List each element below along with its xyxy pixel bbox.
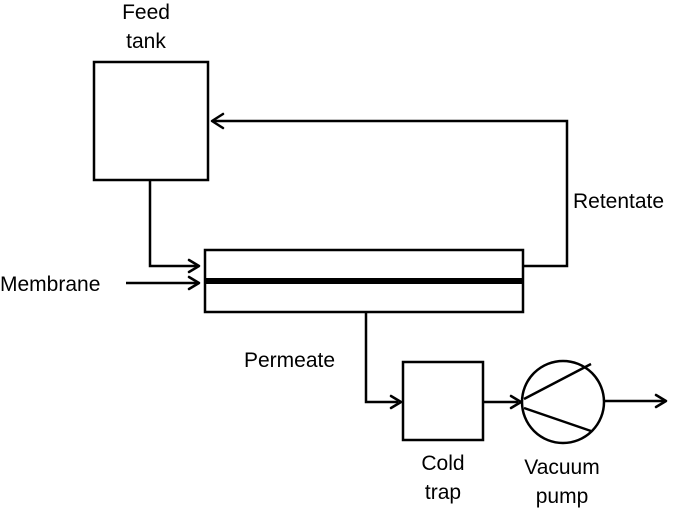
vacuum-pump-vane-lower bbox=[523, 406, 592, 433]
permeate-label: Permeate bbox=[244, 349, 335, 372]
exhaust-arrowhead bbox=[654, 393, 668, 409]
feed-tank-box bbox=[92, 60, 210, 182]
cold-trap-label-line1: Cold bbox=[421, 452, 464, 475]
feed-line bbox=[148, 180, 198, 268]
feed-tank-label-line1: Feed bbox=[122, 1, 170, 24]
retentate-label: Retentate bbox=[573, 190, 664, 213]
vacuum-pump-label-line2: pump bbox=[536, 485, 589, 508]
vacuum-pump-label-line1: Vacuum bbox=[524, 456, 599, 479]
permeate-line bbox=[364, 312, 398, 404]
membrane-label: Membrane bbox=[0, 273, 100, 296]
retentate-arrowhead bbox=[210, 112, 225, 130]
cold-trap-box bbox=[401, 360, 485, 442]
vacuum-pump-icon bbox=[520, 359, 606, 445]
retentate-line bbox=[214, 119, 569, 268]
feed-line-arrowhead bbox=[187, 258, 201, 274]
feed-tank-label-line2: tank bbox=[126, 30, 166, 53]
vacuum-pump-vane-upper bbox=[523, 362, 592, 401]
permeate-arrowhead bbox=[389, 394, 403, 410]
membrane-pointer-arrowhead bbox=[187, 275, 201, 291]
cold-trap-label-line2: trap bbox=[425, 481, 461, 504]
